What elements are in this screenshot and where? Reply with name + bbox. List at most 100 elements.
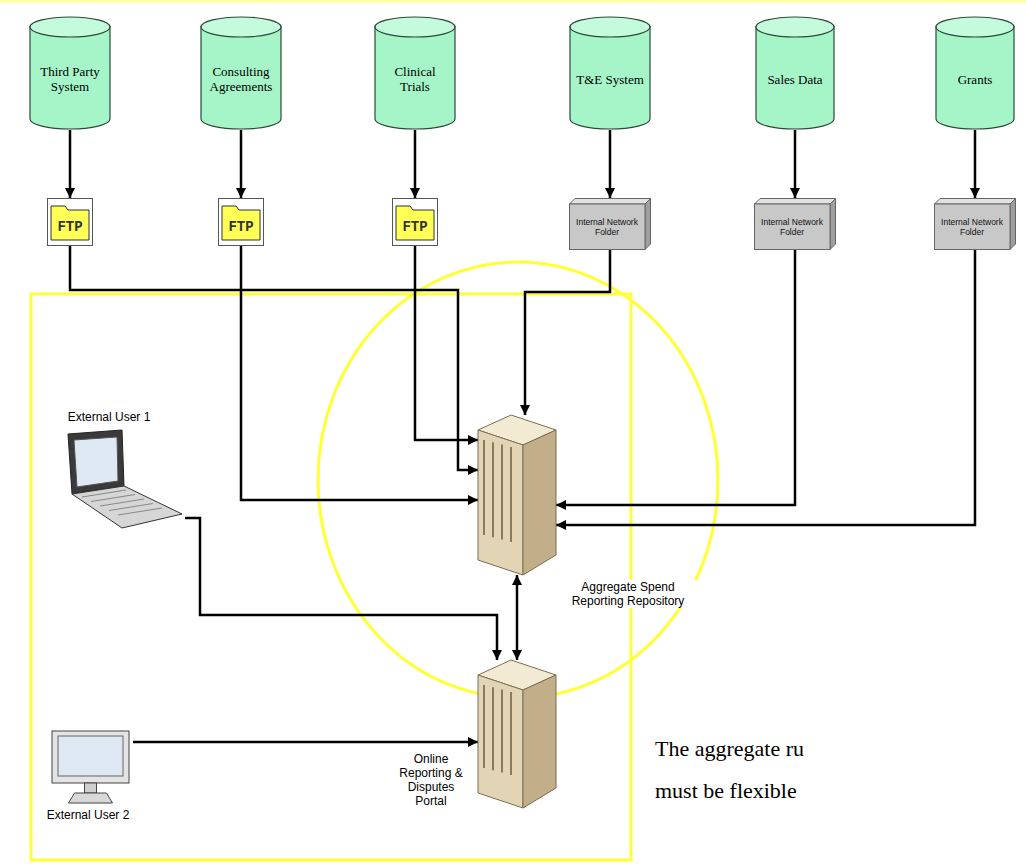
folder-front (755, 204, 831, 250)
drive-slot (492, 442, 494, 537)
server: Aggregate Spend Reporting Repository (478, 415, 556, 575)
top-band (0, 0, 1026, 3)
highlight-rectangle (31, 294, 631, 860)
keyboard-row (91, 495, 135, 502)
highlight-ellipse (318, 262, 718, 698)
cylinder-body (570, 26, 650, 129)
node-text: Clinical Trials (380, 64, 450, 94)
monitor-screen (58, 736, 123, 776)
database-cylinder: Sales Data (755, 16, 835, 130)
folder-shape (396, 206, 434, 240)
database-cylinder: Clinical Trials (374, 16, 456, 130)
connector (414, 130, 417, 198)
workstation-icon (48, 730, 133, 805)
node-label: Aggregate Spend Reporting Repository (556, 580, 700, 608)
network-folder: Internal Network Folder (934, 198, 1016, 250)
node-text: FTP (402, 219, 427, 235)
folder-top (570, 199, 651, 205)
server-front (478, 675, 523, 808)
note-text: The aggregate ru (655, 736, 804, 762)
ftp-folder: FTP (392, 198, 438, 246)
node-label: External User 1 (52, 410, 166, 424)
drive-slot (501, 445, 503, 540)
node-text: Internal Network Folder (756, 217, 828, 237)
connector (69, 130, 72, 198)
server-icon (478, 415, 556, 575)
node-text: Third Party System (35, 64, 105, 94)
database-cylinder: Grants (935, 16, 1015, 130)
drive-slot (483, 685, 485, 768)
database-cylinder: Consulting Agreements (200, 16, 282, 130)
connector (525, 250, 610, 415)
connector (241, 246, 478, 500)
laptop-screen (68, 430, 124, 494)
connector (794, 130, 797, 198)
keyboard-row (82, 490, 126, 497)
folder-side (830, 199, 836, 250)
connector (556, 250, 795, 505)
icon-frame (393, 199, 438, 246)
cylinder-body (756, 26, 834, 129)
cylinder-top (936, 17, 1014, 37)
server: Online Reporting & Disputes Portal (478, 660, 556, 808)
database-cylinder: Third Party System (29, 16, 111, 130)
cylinder-top (570, 17, 650, 37)
node-text: Sales Data (767, 72, 822, 87)
laptop-display (74, 437, 118, 487)
cylinder-top (30, 17, 110, 37)
node-text: FTP (228, 219, 253, 235)
laptop: External User 1 (60, 430, 185, 540)
cylinder-body (375, 26, 455, 129)
keyboard-row (118, 508, 162, 515)
connector (609, 130, 612, 198)
folder-side (645, 199, 651, 250)
connector (70, 246, 478, 470)
node-text: Internal Network Folder (571, 217, 643, 237)
folder-shape (51, 206, 89, 240)
note-text: must be flexible (655, 778, 797, 804)
drive-slot (510, 692, 512, 775)
node-text: T&E System (576, 72, 644, 87)
node-text: Grants (958, 72, 993, 87)
database-cylinder: T&E System (569, 16, 651, 130)
connector (556, 250, 975, 525)
keyboard-row (100, 499, 144, 506)
drive-slot (510, 447, 512, 542)
folder-top (935, 199, 1016, 205)
server-front (478, 430, 523, 575)
folder-shape (222, 206, 260, 240)
folder-side (1010, 199, 1016, 250)
server-side (523, 430, 556, 575)
laptop-icon (60, 430, 185, 540)
server-side (523, 675, 556, 808)
cylinder-body (30, 26, 110, 129)
icon-frame (48, 199, 93, 246)
monitor-base (69, 793, 113, 803)
drive-slot (492, 687, 494, 770)
node-text: Internal Network Folder (936, 217, 1008, 237)
folder-front (570, 204, 646, 250)
folder-front (935, 204, 1011, 250)
workstation: External User 2 (48, 730, 133, 805)
connector (240, 130, 243, 198)
connector (415, 246, 478, 440)
node-text: Consulting Agreements (206, 64, 276, 94)
connector (185, 518, 497, 660)
cylinder-top (375, 17, 455, 37)
monitor-case (52, 731, 129, 783)
keyboard-row (109, 504, 153, 511)
node-label: Online Reporting & Disputes Portal (390, 752, 472, 808)
ftp-folder: FTP (47, 198, 93, 246)
cylinder-top (201, 17, 281, 37)
server-icon (478, 660, 556, 808)
ftp-folder: FTP (218, 198, 264, 246)
monitor-neck (85, 783, 97, 793)
node-text: FTP (57, 219, 82, 235)
node-label: External User 2 (36, 808, 140, 822)
folder-top (755, 199, 836, 205)
icon-frame (219, 199, 264, 246)
drive-slot (501, 690, 503, 773)
connector (516, 575, 519, 660)
connector (133, 741, 478, 744)
network-folder: Internal Network Folder (569, 198, 651, 250)
